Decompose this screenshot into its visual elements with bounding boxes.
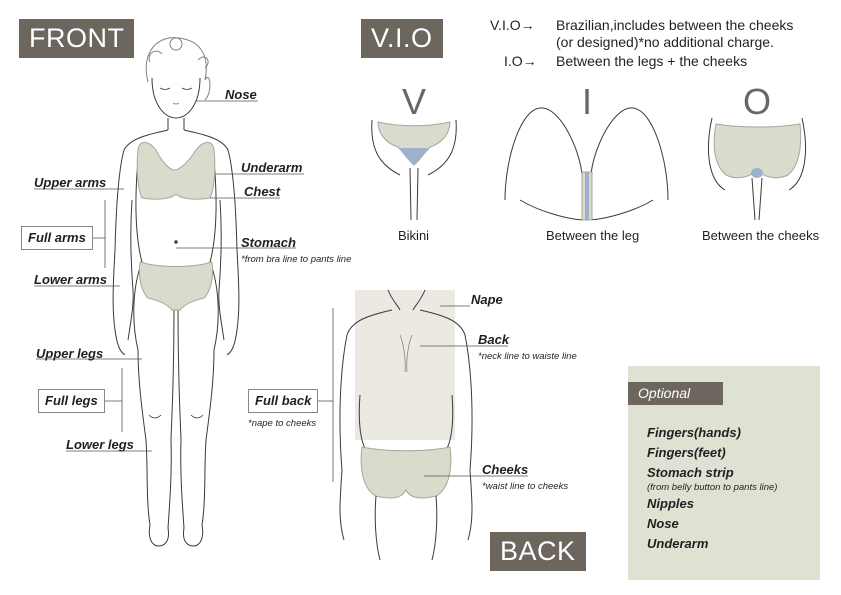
label-lower-arms: Lower arms [34,272,107,287]
label-cheeks: Cheeks [482,462,529,477]
label-back: Back [478,332,510,347]
optional-title: Optional [628,382,723,405]
front-panties [139,261,213,311]
optional-item-sub: (from belly button to pants line) [647,482,778,493]
label-upper-arms: Upper arms [34,175,107,190]
label-full-legs: Full legs [38,389,105,413]
optional-item-label: Underarm [647,536,709,551]
note-full-back: *nape to cheeks [248,418,317,429]
list-item: Underarm [647,534,777,554]
label-chest: Chest [244,184,281,199]
label-upper-legs: Upper legs [36,346,104,361]
v-caption: Bikini [398,228,430,243]
label-lower-legs: Lower legs [66,437,134,452]
label-stomach: Stomach [241,235,296,250]
i-panel [504,107,669,221]
front-figure [112,37,240,547]
note-cheeks: *waist line to cheeks [482,481,569,492]
back-header: BACK [490,532,586,571]
front-header: FRONT [19,19,135,58]
list-item: Fingers(feet) [647,443,777,463]
legend-vio-line2: (or designed)*no additional charge. [556,34,774,50]
optional-panel: Optional Fingers(hands) Fingers(feet) St… [628,366,820,580]
vio-header: V.I.O [361,19,443,58]
front-bra [136,142,216,200]
back-figure [339,289,473,561]
legend-io-term: I.O→ [504,53,537,69]
o-panel [708,117,806,221]
label-full-arms: Full arms [21,226,93,250]
note-back: *neck line to waiste line [478,351,577,362]
i-letter: I [582,81,593,122]
back-leader-lines [318,305,528,482]
optional-item-label: Fingers(hands) [647,425,741,440]
list-item: Fingers(hands) [647,423,777,443]
optional-item-label: Nose [647,516,679,531]
optional-item-label: Fingers(feet) [647,445,726,460]
front-leader-lines [34,100,304,452]
label-underarm: Underarm [241,160,303,175]
o-caption: Between the cheeks [702,228,820,243]
i-caption: Between the leg [546,228,640,243]
o-letter: O [743,81,772,122]
legend-vio-line1: Brazilian,includes between the cheeks [556,17,794,33]
optional-list: Fingers(hands) Fingers(feet) Stomach str… [647,423,777,554]
list-item: Nose [647,514,777,534]
optional-item-label: Stomach strip [647,465,734,480]
list-item: Stomach strip (from belly button to pants… [647,463,777,493]
list-item: Nipples [647,494,777,514]
optional-item-label: Nipples [647,496,694,511]
v-letter: V [402,81,427,122]
legend-io-text: Between the legs + the cheeks [556,53,748,69]
label-nape: Nape [471,292,503,307]
label-full-back: Full back [248,389,319,413]
legend-vio-term: V.I.O→ [490,17,535,33]
note-stomach: *from bra line to pants line [241,254,352,265]
label-nose: Nose [225,87,257,102]
v-panel [371,119,457,221]
